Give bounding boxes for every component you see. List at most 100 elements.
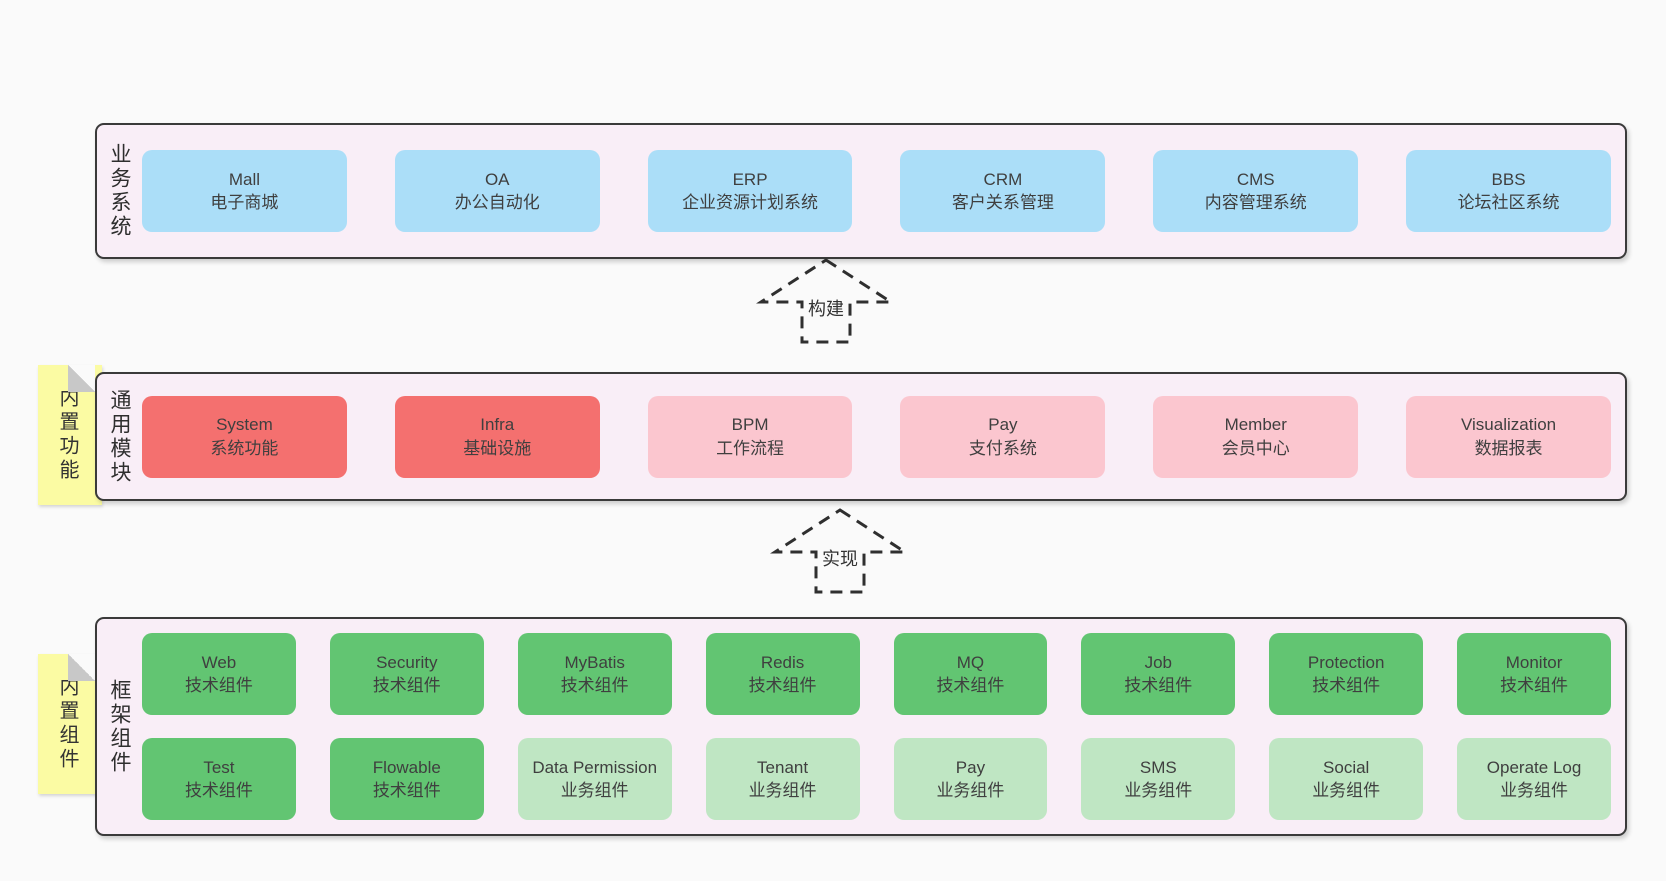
component-box-web: Web 技术组件 xyxy=(142,633,296,715)
component-box-bpm: BPM 工作流程 xyxy=(647,395,853,478)
arrow-label: 构建 xyxy=(805,295,847,321)
component-name: Flowable xyxy=(372,757,441,777)
component-box-pay: Pay 业务组件 xyxy=(893,738,1048,820)
component-box-mall: Mall 电子商城 xyxy=(142,150,347,232)
component-name: Redis xyxy=(760,652,805,672)
component-box-member: Member 会员中心 xyxy=(1153,395,1359,478)
component-name: CRM xyxy=(983,169,1023,189)
component-box-infra: Infra 基础设施 xyxy=(394,395,600,478)
component-subtitle: 技术组件 xyxy=(184,676,253,695)
component-name: MyBatis xyxy=(564,652,625,672)
component-name: Data Permission xyxy=(532,757,658,777)
component-subtitle: 基础设施 xyxy=(463,438,532,458)
component-subtitle: 技术组件 xyxy=(1124,676,1193,695)
dashed-up-arrow-icon xyxy=(756,258,896,344)
component-subtitle: 企业资源计划系统 xyxy=(682,193,819,212)
component-name: Test xyxy=(203,757,235,777)
sticky-note-builtin-features: 内置功能 xyxy=(38,365,102,505)
folded-corner-icon xyxy=(68,654,95,681)
component-subtitle: 技术组件 xyxy=(1312,676,1381,695)
component-subtitle: 支付系统 xyxy=(968,438,1037,458)
component-box-visualization: Visualization 数据报表 xyxy=(1406,395,1611,478)
component-subtitle: 业务组件 xyxy=(1500,781,1569,800)
component-box-test: Test 技术组件 xyxy=(142,738,296,820)
component-box-data-permission: Data Permission 业务组件 xyxy=(517,738,672,820)
component-name: BPM xyxy=(731,415,769,435)
component-box-security: Security 技术组件 xyxy=(329,633,484,715)
component-box-flowable: Flowable 技术组件 xyxy=(329,738,484,820)
component-subtitle: 电子商城 xyxy=(210,193,279,212)
component-subtitle: 论坛社区系统 xyxy=(1457,193,1560,212)
component-box-mq: MQ 技术组件 xyxy=(893,633,1048,715)
component-name: Security xyxy=(376,652,438,672)
component-subtitle: 业务组件 xyxy=(1312,781,1381,800)
component-subtitle: 技术组件 xyxy=(748,676,817,695)
component-box-bbs: BBS 论坛社区系统 xyxy=(1406,150,1611,232)
arrow-label: 实现 xyxy=(819,545,861,571)
section-label: 通用模块 xyxy=(108,388,131,485)
component-subtitle: 技术组件 xyxy=(372,781,441,800)
component-name: Operate Log xyxy=(1486,757,1582,777)
component-subtitle: 技术组件 xyxy=(936,676,1005,695)
component-name: Job xyxy=(1144,652,1173,672)
sticky-note-builtin-components: 内置组件 xyxy=(38,654,102,794)
component-name: MQ xyxy=(956,652,985,672)
component-name: Web xyxy=(201,652,237,672)
component-name: BBS xyxy=(1491,169,1526,189)
component-name: Protection xyxy=(1307,652,1385,672)
component-subtitle: 会员中心 xyxy=(1221,438,1290,458)
component-subtitle: 技术组件 xyxy=(372,676,441,695)
component-box-sms: SMS 业务组件 xyxy=(1081,738,1236,820)
component-subtitle: 办公自动化 xyxy=(454,193,540,212)
component-name: Pay xyxy=(955,757,986,777)
component-name: Visualization xyxy=(1461,415,1557,435)
component-name: Monitor xyxy=(1505,652,1563,672)
component-name: ERP xyxy=(732,169,768,189)
component-subtitle: 技术组件 xyxy=(184,781,253,800)
arrow-implement: 实现 xyxy=(770,505,910,595)
component-subtitle: 内容管理系统 xyxy=(1204,193,1307,212)
component-box-tenant: Tenant 业务组件 xyxy=(705,738,860,820)
section-business-systems: 业务系统 Mall 电子商城 OA 办公自动化 ERP 企业资源计划系统 CRM 客户关系管理… xyxy=(95,123,1627,259)
component-subtitle: 工作流程 xyxy=(716,438,785,458)
component-box-operate-log: Operate Log 业务组件 xyxy=(1457,738,1611,820)
component-box-redis: Redis 技术组件 xyxy=(705,633,860,715)
component-name: SMS xyxy=(1139,757,1177,777)
sticky-note-label: 内置功能 xyxy=(56,387,78,483)
dashed-up-arrow-icon xyxy=(770,508,910,594)
component-subtitle: 系统功能 xyxy=(210,438,279,458)
arrow-build: 构建 xyxy=(756,255,896,345)
component-subtitle: 业务组件 xyxy=(1124,781,1193,800)
component-box-monitor: Monitor 技术组件 xyxy=(1457,633,1611,715)
component-box-crm: CRM 客户关系管理 xyxy=(900,150,1106,232)
component-subtitle: 业务组件 xyxy=(748,781,817,800)
component-box-erp: ERP 企业资源计划系统 xyxy=(647,150,853,232)
component-name: OA xyxy=(484,169,510,189)
component-subtitle: 数据报表 xyxy=(1474,438,1543,458)
component-name: Mall xyxy=(228,169,260,189)
section-label: 业务系统 xyxy=(108,143,131,239)
component-subtitle: 业务组件 xyxy=(936,781,1005,800)
component-subtitle: 客户关系管理 xyxy=(951,193,1054,212)
component-subtitle: 业务组件 xyxy=(560,781,629,800)
component-name: Member xyxy=(1224,415,1287,435)
component-subtitle: 技术组件 xyxy=(1500,676,1569,695)
component-box-job: Job 技术组件 xyxy=(1081,633,1236,715)
folded-corner-icon xyxy=(68,365,95,392)
component-name: Tenant xyxy=(757,757,809,777)
component-name: Infra xyxy=(480,415,515,435)
